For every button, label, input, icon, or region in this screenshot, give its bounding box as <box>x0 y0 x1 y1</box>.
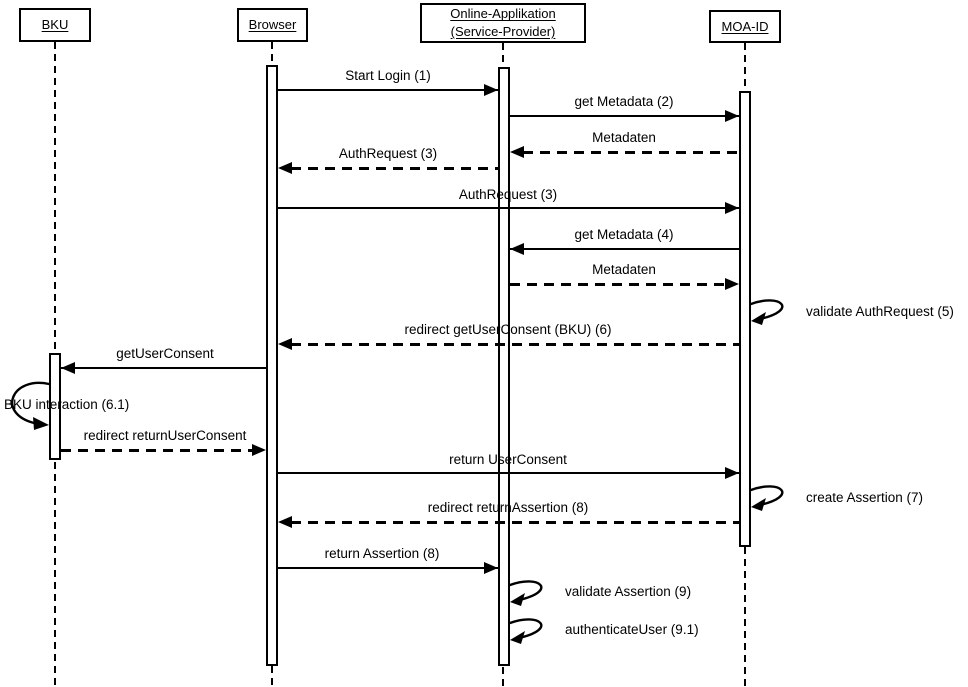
self-loop-icon <box>508 580 543 606</box>
message-label: Metadaten <box>592 262 656 277</box>
self-loop-icon <box>11 381 51 430</box>
actor-label-browser: Browser <box>248 17 297 33</box>
message-line-dashed <box>523 151 739 154</box>
arrowhead-right-icon <box>725 202 739 214</box>
arrowhead-left-icon <box>278 338 292 350</box>
actor-box-browser: Browser <box>237 8 308 42</box>
actor-box-bku: BKU <box>19 8 91 42</box>
arrowhead-left-icon <box>510 146 524 158</box>
message-line <box>278 472 739 474</box>
message-line <box>510 115 739 117</box>
arrowhead-left-icon <box>278 162 292 174</box>
message-line-dashed <box>291 343 739 346</box>
message-line <box>278 89 498 91</box>
message-line-dashed <box>61 449 253 452</box>
arrowhead-right-icon <box>252 444 266 456</box>
self-loop-icon <box>749 485 784 511</box>
arrowhead-left-icon <box>278 516 292 528</box>
message-label: create Assertion (7) <box>806 490 924 505</box>
arrowhead-right-icon <box>725 278 739 290</box>
actor-label-moa-id: MOA-ID <box>721 18 769 34</box>
activation-browser <box>266 65 278 666</box>
message-line-dashed <box>510 283 726 286</box>
arrowhead-right-icon <box>725 110 739 122</box>
message-line-dashed <box>291 521 739 524</box>
message-line <box>278 207 739 209</box>
message-line <box>278 567 498 569</box>
arrowhead-right-icon <box>725 467 739 479</box>
message-line-dashed <box>291 167 498 170</box>
message-label: getUserConsent <box>116 346 214 361</box>
message-label: return UserConsent <box>449 452 567 467</box>
activation-moa-id <box>739 91 751 547</box>
message-label: redirect returnUserConsent <box>83 428 247 443</box>
actor-label-online-applikation: Online-Applikation (Service-Provider) <box>450 6 556 39</box>
arrowhead-right-icon <box>484 84 498 96</box>
activation-online-applikation <box>498 67 510 666</box>
self-loop-icon <box>508 618 543 644</box>
message-label: return Assertion (8) <box>324 546 440 561</box>
message-label: redirect returnAssertion (8) <box>427 500 589 515</box>
message-label: BKU interaction (6.1) <box>4 397 130 412</box>
message-label: redirect getUserConsent (BKU) (6) <box>404 322 612 337</box>
self-loop-icon <box>749 299 784 325</box>
message-label: Start Login (1) <box>345 68 431 83</box>
message-label: validate Assertion (9) <box>565 584 692 599</box>
message-label: validate AuthRequest (5) <box>806 304 954 319</box>
message-label: get Metadata (2) <box>574 94 674 109</box>
message-label: AuthRequest (3) <box>458 187 558 202</box>
message-label: Metadaten <box>592 130 656 145</box>
actor-box-online-applikation: Online-Applikation (Service-Provider) <box>420 3 586 43</box>
message-line <box>61 367 266 369</box>
arrowhead-left-icon <box>61 362 75 374</box>
message-label: AuthRequest (3) <box>338 146 438 161</box>
activation-bku <box>49 353 61 460</box>
arrowhead-left-icon <box>510 243 524 255</box>
arrowhead-right-icon <box>484 562 498 574</box>
message-line <box>510 248 739 250</box>
message-label: get Metadata (4) <box>574 227 674 242</box>
actor-box-moa-id: MOA-ID <box>709 10 781 43</box>
message-label: authenticateUser (9.1) <box>565 622 699 637</box>
actor-label-bku: BKU <box>41 17 69 33</box>
